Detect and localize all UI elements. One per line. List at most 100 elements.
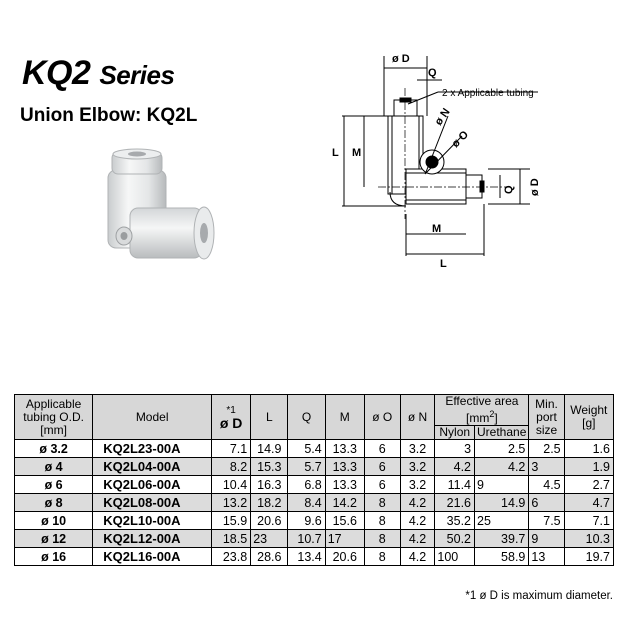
cell-nylon: 11.4: [434, 475, 476, 494]
cell-port: 4.5: [528, 475, 565, 494]
cell-m: 13.3: [324, 439, 365, 458]
cell-q: 5.4: [287, 439, 326, 458]
cell-urethane: 14.9: [474, 493, 530, 512]
label-phi-d-top: ø D: [392, 53, 410, 65]
cell-nylon: 4.2: [434, 457, 476, 476]
cell-l: 28.6: [250, 547, 289, 566]
cell-port: 7.5: [528, 511, 565, 530]
cell-tubing: ø 6: [13, 475, 94, 494]
cell-m: 13.3: [324, 457, 365, 476]
table-row: ø 16 KQ2L16-00A 23.8 28.6 13.4 20.6 8 4.…: [13, 547, 615, 566]
cell-weight: 7.1: [563, 511, 615, 530]
cell-n: 3.2: [399, 457, 436, 476]
cell-urethane: 58.9: [474, 547, 530, 566]
cell-d: 8.2: [211, 457, 252, 476]
cell-port: 9: [528, 529, 565, 548]
cell-l: 15.3: [250, 457, 289, 476]
label-l-left: L: [332, 147, 339, 159]
cell-model: KQ2L16-00A: [92, 547, 213, 566]
cell-model: KQ2L23-00A: [92, 439, 213, 458]
cell-model: KQ2L12-00A: [92, 529, 213, 548]
table-row: ø 12 KQ2L12-00A 18.5 23 10.7 17 8 4.2 50…: [13, 529, 615, 548]
label-tubing: 2 x Applicable tubing: [442, 88, 534, 99]
label-phi-o: ø O: [450, 128, 472, 150]
cell-o: 8: [363, 511, 401, 530]
cell-o: 8: [363, 547, 401, 566]
cell-l: 14.9: [250, 439, 289, 458]
cell-m: 14.2: [324, 493, 365, 512]
cell-model: KQ2L06-00A: [92, 475, 213, 494]
cell-l: 20.6: [250, 511, 289, 530]
cell-weight: 1.9: [563, 457, 615, 476]
cell-tubing: ø 10: [13, 511, 94, 530]
cell-tubing: ø 4: [13, 457, 94, 476]
cell-m: 13.3: [324, 475, 365, 494]
cell-o: 8: [363, 493, 401, 512]
series-word: Series: [99, 60, 175, 90]
header-n: ø N: [399, 394, 436, 440]
cell-model: KQ2L10-00A: [92, 511, 213, 530]
cell-n: 4.2: [399, 547, 436, 566]
cell-tubing: ø 3.2: [13, 439, 94, 458]
cell-urethane: 39.7: [474, 529, 530, 548]
header-urethane: Urethane: [474, 425, 530, 440]
cell-n: 4.2: [399, 511, 436, 530]
cell-urethane: 9: [474, 475, 530, 494]
dimension-drawing: ø D Q 2 x Applicable tubing ø N ø O L M …: [332, 53, 541, 270]
cell-m: 20.6: [324, 547, 365, 566]
cell-d: 13.2: [211, 493, 252, 512]
cell-weight: 2.7: [563, 475, 615, 494]
label-q-top: Q: [428, 67, 437, 79]
cell-l: 23: [250, 529, 289, 548]
product-photo: [107, 148, 215, 260]
label-phi-n: ø N: [433, 106, 453, 127]
cell-q: 8.4: [287, 493, 326, 512]
header-effective-area: Effective area [mm2]: [434, 394, 530, 426]
cell-tubing: ø 12: [13, 529, 94, 548]
label-m-bottom: M: [432, 223, 441, 235]
cell-nylon: 35.2: [434, 511, 476, 530]
cell-nylon: 21.6: [434, 493, 476, 512]
label-phi-d-right: ø D: [529, 178, 541, 196]
cell-weight: 1.6: [563, 439, 615, 458]
table-row: ø 8 KQ2L08-00A 13.2 18.2 8.4 14.2 8 4.2 …: [13, 493, 615, 512]
series-title: KQ2 Series: [22, 54, 175, 93]
header-tubing: Applicable tubing O.D. [mm]: [13, 394, 94, 440]
cell-o: 6: [363, 475, 401, 494]
header-row: Applicable tubing O.D. [mm] Model *1 ø D…: [13, 394, 615, 440]
cell-n: 4.2: [399, 529, 436, 548]
table-row: ø 10 KQ2L10-00A 15.9 20.6 9.6 15.6 8 4.2…: [13, 511, 615, 530]
series-code: KQ2: [22, 54, 91, 92]
cell-model: KQ2L08-00A: [92, 493, 213, 512]
table-row: ø 6 KQ2L06-00A 10.4 16.3 6.8 13.3 6 3.2 …: [13, 475, 615, 494]
cell-n: 3.2: [399, 475, 436, 494]
cell-weight: 19.7: [563, 547, 615, 566]
cell-n: 4.2: [399, 493, 436, 512]
cell-d: 7.1: [211, 439, 252, 458]
cell-m: 15.6: [324, 511, 365, 530]
cell-port: 6: [528, 493, 565, 512]
cell-tubing: ø 8: [13, 493, 94, 512]
cell-port: 13: [528, 547, 565, 566]
cell-o: 6: [363, 457, 401, 476]
footnote: *1 ø D is maximum diameter.: [465, 590, 613, 602]
header-model: Model: [92, 394, 213, 440]
table-row: ø 4 KQ2L04-00A 8.2 15.3 5.7 13.3 6 3.2 4…: [13, 457, 615, 476]
cell-nylon: 100: [434, 547, 476, 566]
cell-d: 18.5: [211, 529, 252, 548]
cell-port: 2.5: [528, 439, 565, 458]
cell-o: 6: [363, 439, 401, 458]
header-o: ø O: [363, 394, 401, 440]
cell-port: 3: [528, 457, 565, 476]
header-l: L: [250, 394, 289, 440]
cell-m: 17: [324, 529, 365, 548]
header-nylon: Nylon: [434, 425, 476, 440]
cell-n: 3.2: [399, 439, 436, 458]
cell-urethane: 2.5: [474, 439, 530, 458]
cell-nylon: 3: [434, 439, 476, 458]
cell-q: 9.6: [287, 511, 326, 530]
cell-l: 18.2: [250, 493, 289, 512]
header-d: *1 ø D: [211, 394, 252, 440]
cell-q: 10.7: [287, 529, 326, 548]
label-l-bottom: L: [440, 258, 447, 270]
